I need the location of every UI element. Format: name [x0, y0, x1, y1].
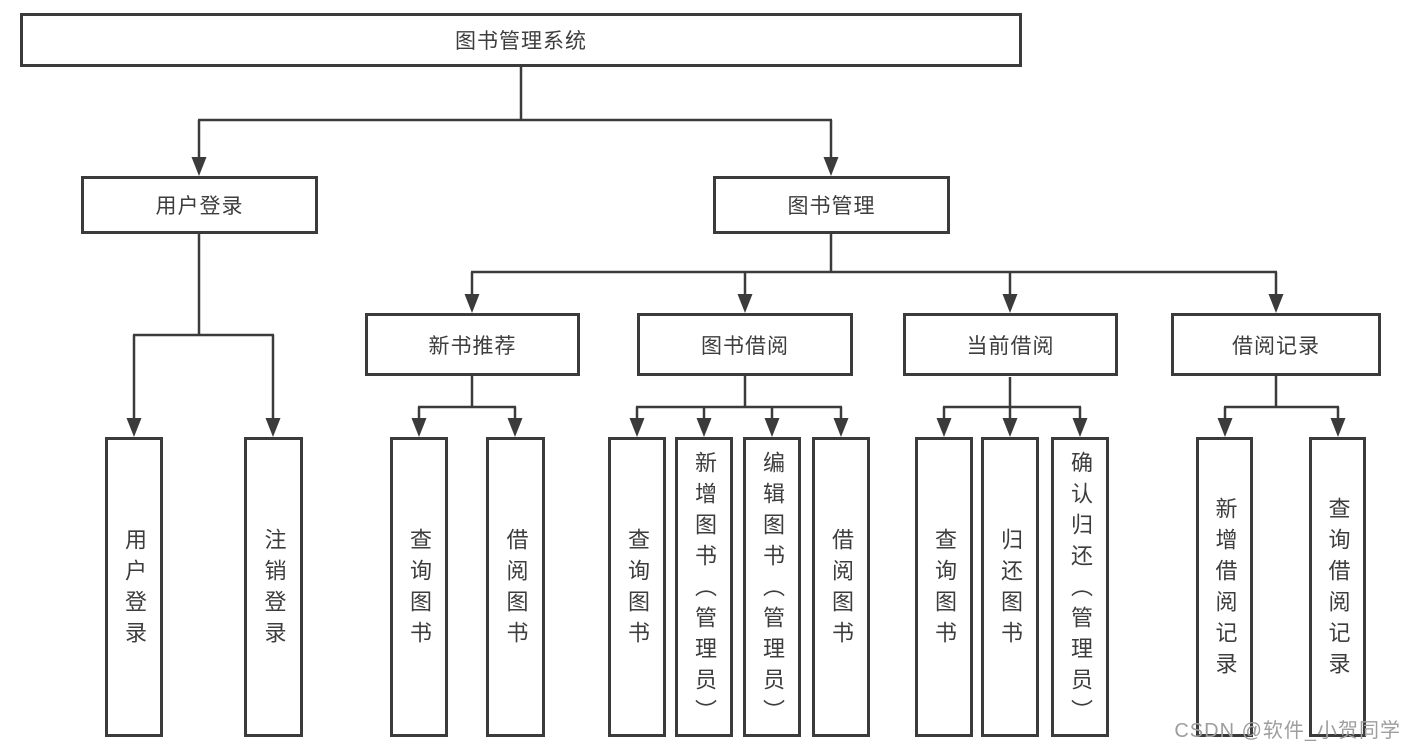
leaf-add-borrow-record: 新增借阅记录 — [1196, 437, 1253, 737]
leaf-return-books: 归还图书 — [981, 437, 1039, 737]
leaf-query-books-current: 查询图书 — [915, 437, 973, 737]
leaf-user-login: 用户登录 — [105, 437, 163, 737]
leaf-query-books-recommend: 查询图书 — [390, 437, 448, 737]
leaf-borrow-books: 借阅图书 — [812, 437, 870, 737]
node-book-borrowing: 图书借阅 — [637, 313, 853, 376]
leaf-edit-books-admin: 编辑图书（管理员） — [743, 437, 801, 737]
node-borrow-records: 借阅记录 — [1171, 313, 1381, 376]
leaf-borrow-books-recommend: 借阅图书 — [486, 437, 545, 737]
leaf-query-borrow-record: 查询借阅记录 — [1309, 437, 1366, 737]
leaf-add-books-admin: 新增图书（管理员） — [675, 437, 733, 737]
leaf-confirm-return-admin: 确认归还（管理员） — [1051, 437, 1109, 737]
leaf-logout: 注销登录 — [244, 437, 303, 737]
leaf-query-books-borrowing: 查询图书 — [608, 437, 666, 737]
watermark: CSDN @软件_小贺同学 — [1174, 720, 1401, 742]
node-current-borrowing: 当前借阅 — [903, 313, 1118, 376]
node-book-management: 图书管理 — [713, 176, 950, 234]
node-new-book-recommend: 新书推荐 — [365, 313, 580, 376]
node-user-login: 用户登录 — [81, 176, 318, 234]
node-library-management-system: 图书管理系统 — [20, 13, 1022, 67]
